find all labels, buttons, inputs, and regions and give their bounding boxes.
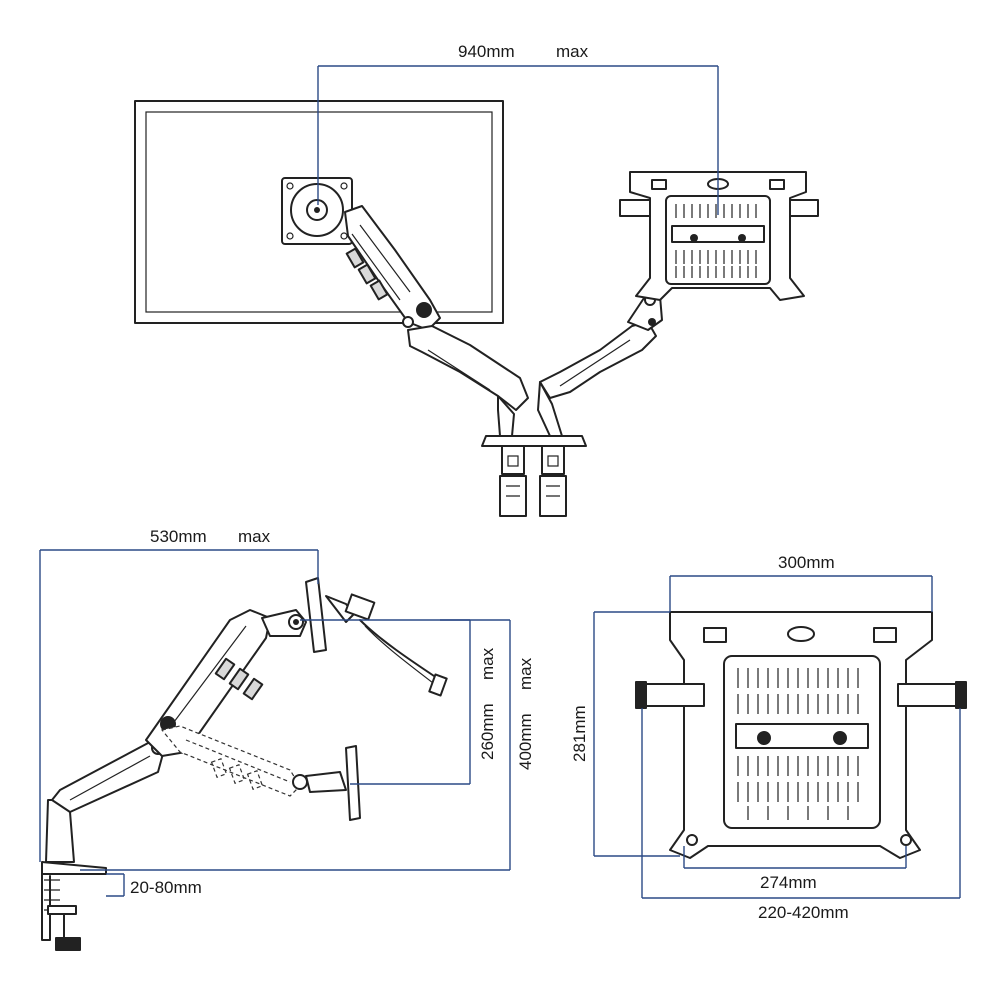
vesa-plate	[281, 177, 353, 245]
height-a-suffix: max	[478, 647, 497, 680]
tray-mount-bar	[735, 723, 869, 749]
tray-handle-hole	[787, 626, 815, 642]
tray-height-value: 281mm	[570, 705, 589, 762]
side-monitor-plate-raised	[305, 577, 448, 697]
laptop-tray-view: 300mm 281mm 274mm 220-420mm	[570, 553, 967, 922]
height-b-dimension: 400mm max	[80, 619, 535, 871]
arm-reach-value: 530mm	[150, 527, 207, 546]
tray-vent-slots	[737, 668, 859, 820]
arm-span-suffix: max	[556, 42, 589, 61]
tray-base-dimension: 274mm	[683, 846, 907, 892]
height-a-dimension: 260mm max	[300, 619, 497, 785]
tray-clamp-value: 220-420mm	[758, 903, 849, 922]
arm-reach-suffix: max	[238, 527, 271, 546]
arm-reach-dimension: 530mm max	[39, 527, 319, 862]
monitor-outline	[134, 100, 504, 324]
right-arm	[537, 291, 663, 437]
monitor-screen	[145, 111, 493, 313]
side-upper-arm-lowered	[160, 725, 361, 821]
height-a-value: 260mm	[478, 703, 497, 760]
desk-thickness-dimension: 20-80mm	[106, 873, 202, 897]
tray-width-dimension: 300mm	[669, 553, 933, 612]
arm-span-dimension: 940mm max	[317, 42, 719, 215]
tray-width-value: 300mm	[778, 553, 835, 572]
tray-clamp-dimension: 220-420mm	[641, 708, 961, 922]
desk-base-front	[481, 435, 587, 517]
tray-clamp-right	[897, 683, 961, 707]
height-b-suffix: max	[516, 657, 535, 690]
arm-span-value: 940mm	[458, 42, 515, 61]
tray-height-dimension: 281mm	[570, 611, 680, 857]
left-arm	[344, 205, 529, 437]
side-lower-arm	[51, 741, 165, 813]
side-clamp	[41, 861, 107, 951]
side-upper-arm-raised	[145, 609, 307, 757]
height-b-value: 400mm	[516, 713, 535, 770]
desk-thickness-value: 20-80mm	[130, 878, 202, 897]
side-view: 530mm max 260mm max 400mm max 20-80mm	[39, 527, 535, 951]
tray-base-value: 274mm	[760, 873, 817, 892]
tray-slot-left	[703, 627, 727, 643]
tray-clamp-left	[641, 683, 705, 707]
tray-slot-right	[873, 627, 897, 643]
front-view: 940mm max	[134, 42, 819, 517]
laptop-tray-front	[619, 171, 819, 301]
